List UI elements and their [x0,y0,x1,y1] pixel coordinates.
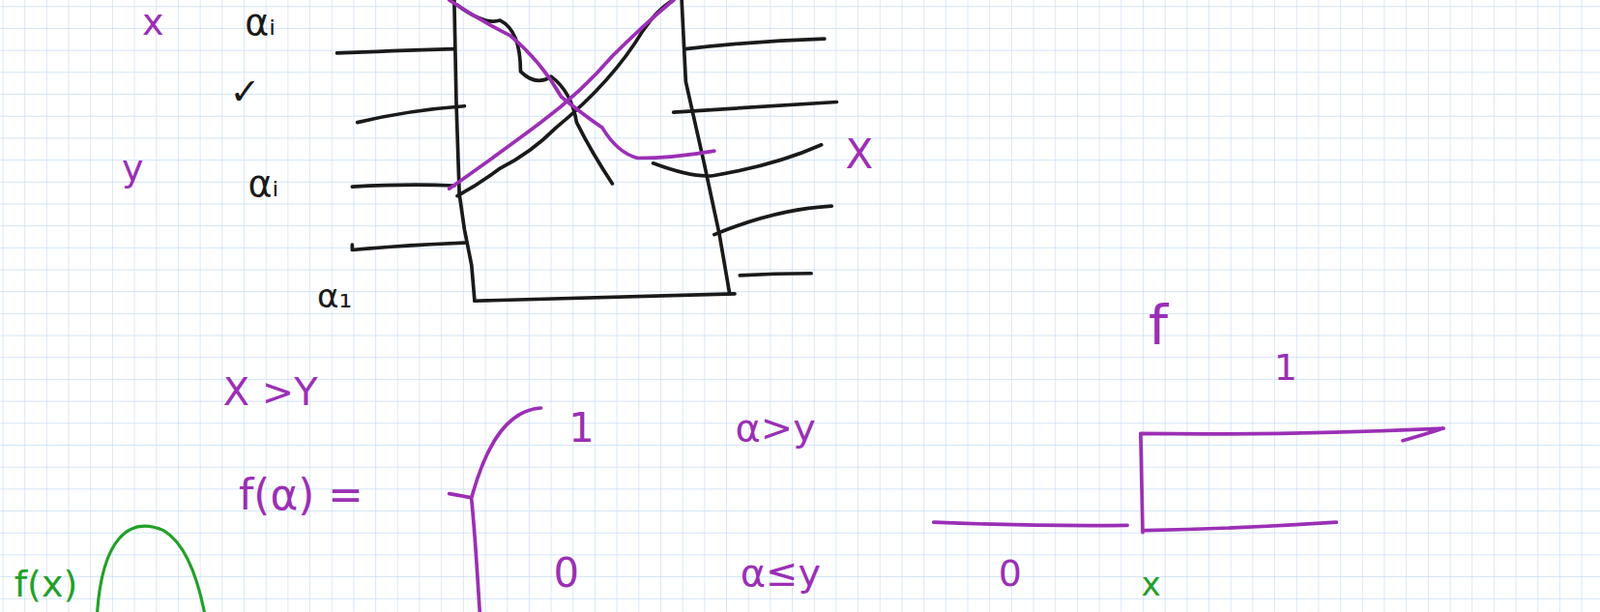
brace [449,407,542,612]
function-name: f(α) = [238,473,364,517]
variable: X [844,135,873,176]
condition: X >Y [223,373,319,412]
axis [1144,522,1337,530]
variable: y [121,149,144,187]
variable: x [142,3,164,41]
case-value: 0 [552,552,580,594]
green-sketch [97,525,205,612]
purple-trace [449,0,1445,612]
case-condition: α>y [735,408,816,448]
case-condition: α≤y [740,553,821,593]
step-high [1140,428,1444,533]
axis-label: f [1148,296,1168,352]
step-low [933,522,1128,525]
input-label: α₁ [317,279,352,313]
sorting-box [337,0,838,301]
input-label: αᵢ [244,3,276,41]
input-label: αᵢ [247,165,279,203]
function-name: f(x) [14,565,79,603]
case-value: 1 [568,407,595,449]
axis-label: 1 [1274,349,1298,386]
axis-label: 0 [998,554,1022,592]
check-mark: ✓ [229,73,261,111]
axis-label: x [1140,567,1161,601]
